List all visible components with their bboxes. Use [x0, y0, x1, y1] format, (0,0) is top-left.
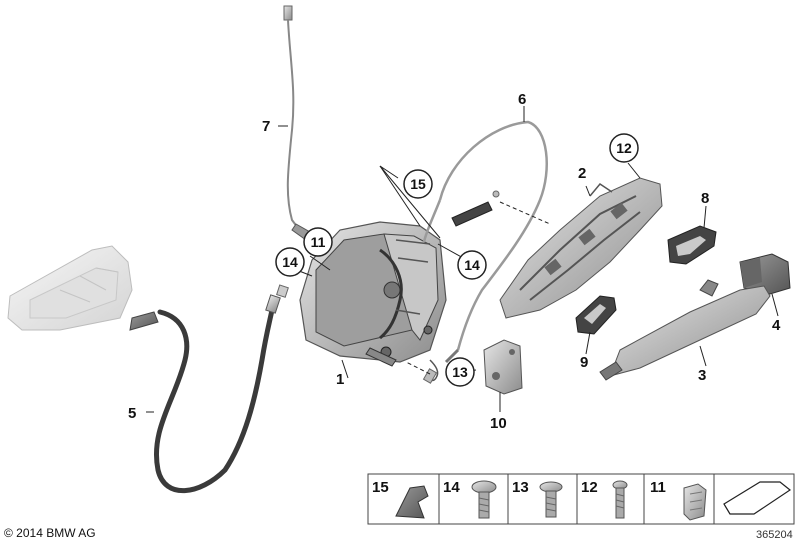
callout-5: 5	[128, 405, 136, 422]
screw-12-icon	[612, 480, 628, 519]
gasket-8	[667, 225, 717, 265]
legend-13-label: 13	[512, 479, 529, 496]
callout-4: 4	[772, 317, 781, 334]
bowden-cable-6	[422, 120, 548, 384]
legend-15-label: 15	[372, 479, 389, 496]
callout-6: 6	[518, 91, 526, 108]
callout-3: 3	[698, 367, 706, 384]
gasket-9	[575, 295, 617, 335]
callout-11: 11	[303, 227, 333, 257]
clip-15-icon	[395, 485, 429, 519]
bracket-10	[483, 339, 523, 395]
arrow-icon	[723, 481, 792, 515]
cover-cap-4	[739, 253, 791, 295]
callout-1: 1	[336, 371, 344, 388]
callout-10: 10	[490, 415, 507, 432]
callout-11-label: 11	[311, 234, 326, 250]
callout-15: 15	[403, 169, 433, 199]
callout-2: 2	[578, 165, 586, 182]
screw-13-icon	[539, 481, 563, 518]
small-parts-legend: 15 14 13 12 11	[367, 473, 795, 525]
callout-9: 9	[580, 354, 588, 371]
legend-14-label: 14	[443, 479, 460, 496]
door-lock-actuator	[299, 221, 447, 367]
legend-12-label: 12	[581, 479, 598, 496]
nut-11-icon	[683, 483, 707, 521]
callout-15-label: 15	[410, 176, 426, 192]
bowden-cable-5	[129, 284, 289, 494]
callout-8: 8	[701, 190, 709, 207]
bowden-cable-7	[283, 5, 311, 241]
screw-14-icon	[471, 480, 497, 519]
callout-14-left: 14	[275, 247, 305, 277]
callout-12-label: 12	[616, 140, 632, 156]
outer-handle-bracket	[499, 177, 663, 319]
door-outer-handle-housing	[7, 245, 133, 331]
image-number: 365204	[756, 529, 793, 541]
callout-13-label: 13	[452, 364, 468, 380]
callout-14-right: 14	[457, 250, 487, 280]
callout-14-left-label: 14	[282, 254, 298, 270]
callout-14-right-label: 14	[464, 257, 480, 273]
leader-lines	[146, 106, 779, 413]
copyright-notice: © 2014 BMW AG	[4, 526, 96, 540]
callout-7: 7	[262, 118, 270, 135]
callout-13: 13	[445, 357, 475, 387]
outer-door-handle-3	[599, 279, 771, 381]
legend-11-label: 11	[650, 479, 666, 496]
callout-12: 12	[609, 133, 639, 163]
